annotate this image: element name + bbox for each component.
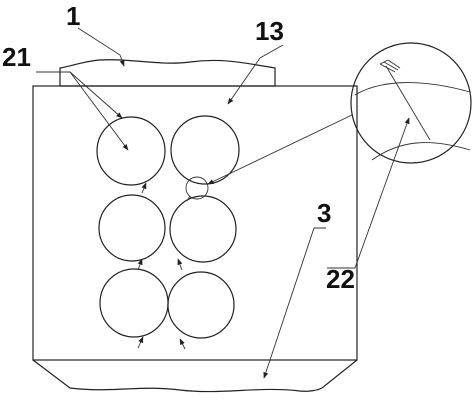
roller-left-1 <box>96 116 166 186</box>
detail-circle-small <box>185 176 209 200</box>
detail-hatch <box>379 59 401 73</box>
detail-pointer-line <box>385 65 431 141</box>
roller-left-2 <box>98 194 166 262</box>
leader-line-3 <box>263 227 326 379</box>
leader-line-1 <box>77 27 125 67</box>
leader-line-22 <box>327 117 410 269</box>
bottom-plate-part-3 <box>32 359 358 393</box>
flow-arrow <box>186 195 191 202</box>
roller-right-2 <box>169 195 237 263</box>
label-part-21: 21 <box>2 42 31 72</box>
top-plate-part-1 <box>59 59 276 87</box>
roller-right-3 <box>167 271 235 339</box>
zoom-connector <box>207 114 353 185</box>
flow-arrow <box>137 258 143 271</box>
detail-roller-arc-top <box>354 82 471 96</box>
detail-circle-magnified <box>350 42 472 164</box>
label-part-3: 3 <box>317 198 331 228</box>
label-part-22: 22 <box>326 264 355 294</box>
roller-right-1 <box>170 115 240 185</box>
housing-frame <box>32 85 358 361</box>
leader-line-21-a <box>36 71 123 119</box>
roller-left-3 <box>99 268 169 338</box>
label-part-1: 1 <box>66 1 80 31</box>
flow-arrow <box>141 182 147 194</box>
detail-roller-arc-bottom <box>371 142 471 161</box>
flow-arrow <box>177 258 183 271</box>
flow-arrow <box>137 336 144 349</box>
leader-line-21-b <box>36 71 129 151</box>
leader-line-13 <box>227 44 284 105</box>
label-part-13: 13 <box>255 16 284 46</box>
flow-arrow <box>179 338 186 350</box>
